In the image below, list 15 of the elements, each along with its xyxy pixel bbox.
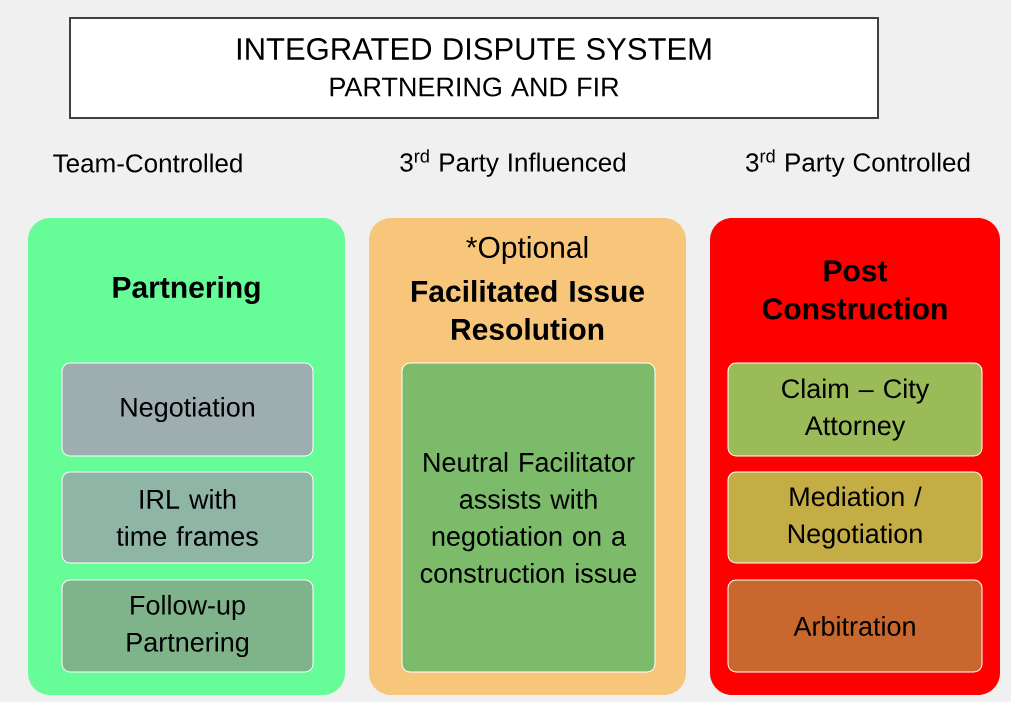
panel-heading: Post Construction <box>762 260 947 320</box>
item-box: Claim – City Attorney <box>727 362 983 457</box>
item-box: IRL with time frames <box>61 471 314 564</box>
column-heading: 3$^{rd}$ Party Controlled <box>746 149 970 177</box>
panel-heading: Partnering <box>113 275 260 305</box>
item-box: Follow-up Partnering <box>61 579 314 673</box>
item-box: Negotiation <box>61 362 314 457</box>
item-box: Mediation / Negotiation <box>727 471 983 564</box>
column-heading: 3$^{rd}$ Party Influenced <box>400 149 625 177</box>
item-box: Neutral Facilitator assists with negotiation on a construction issue <box>401 362 656 673</box>
panel-heading: *Optional <box>466 236 588 264</box>
item-box: Arbitration <box>727 579 983 673</box>
column-heading: Team-Controlled <box>53 153 242 173</box>
panel-heading: Facilitated Issue Resolution <box>411 280 645 341</box>
title-box: INTEGRATED DISPUTE SYSTEM PARTNERING AND FIR <box>69 17 879 119</box>
